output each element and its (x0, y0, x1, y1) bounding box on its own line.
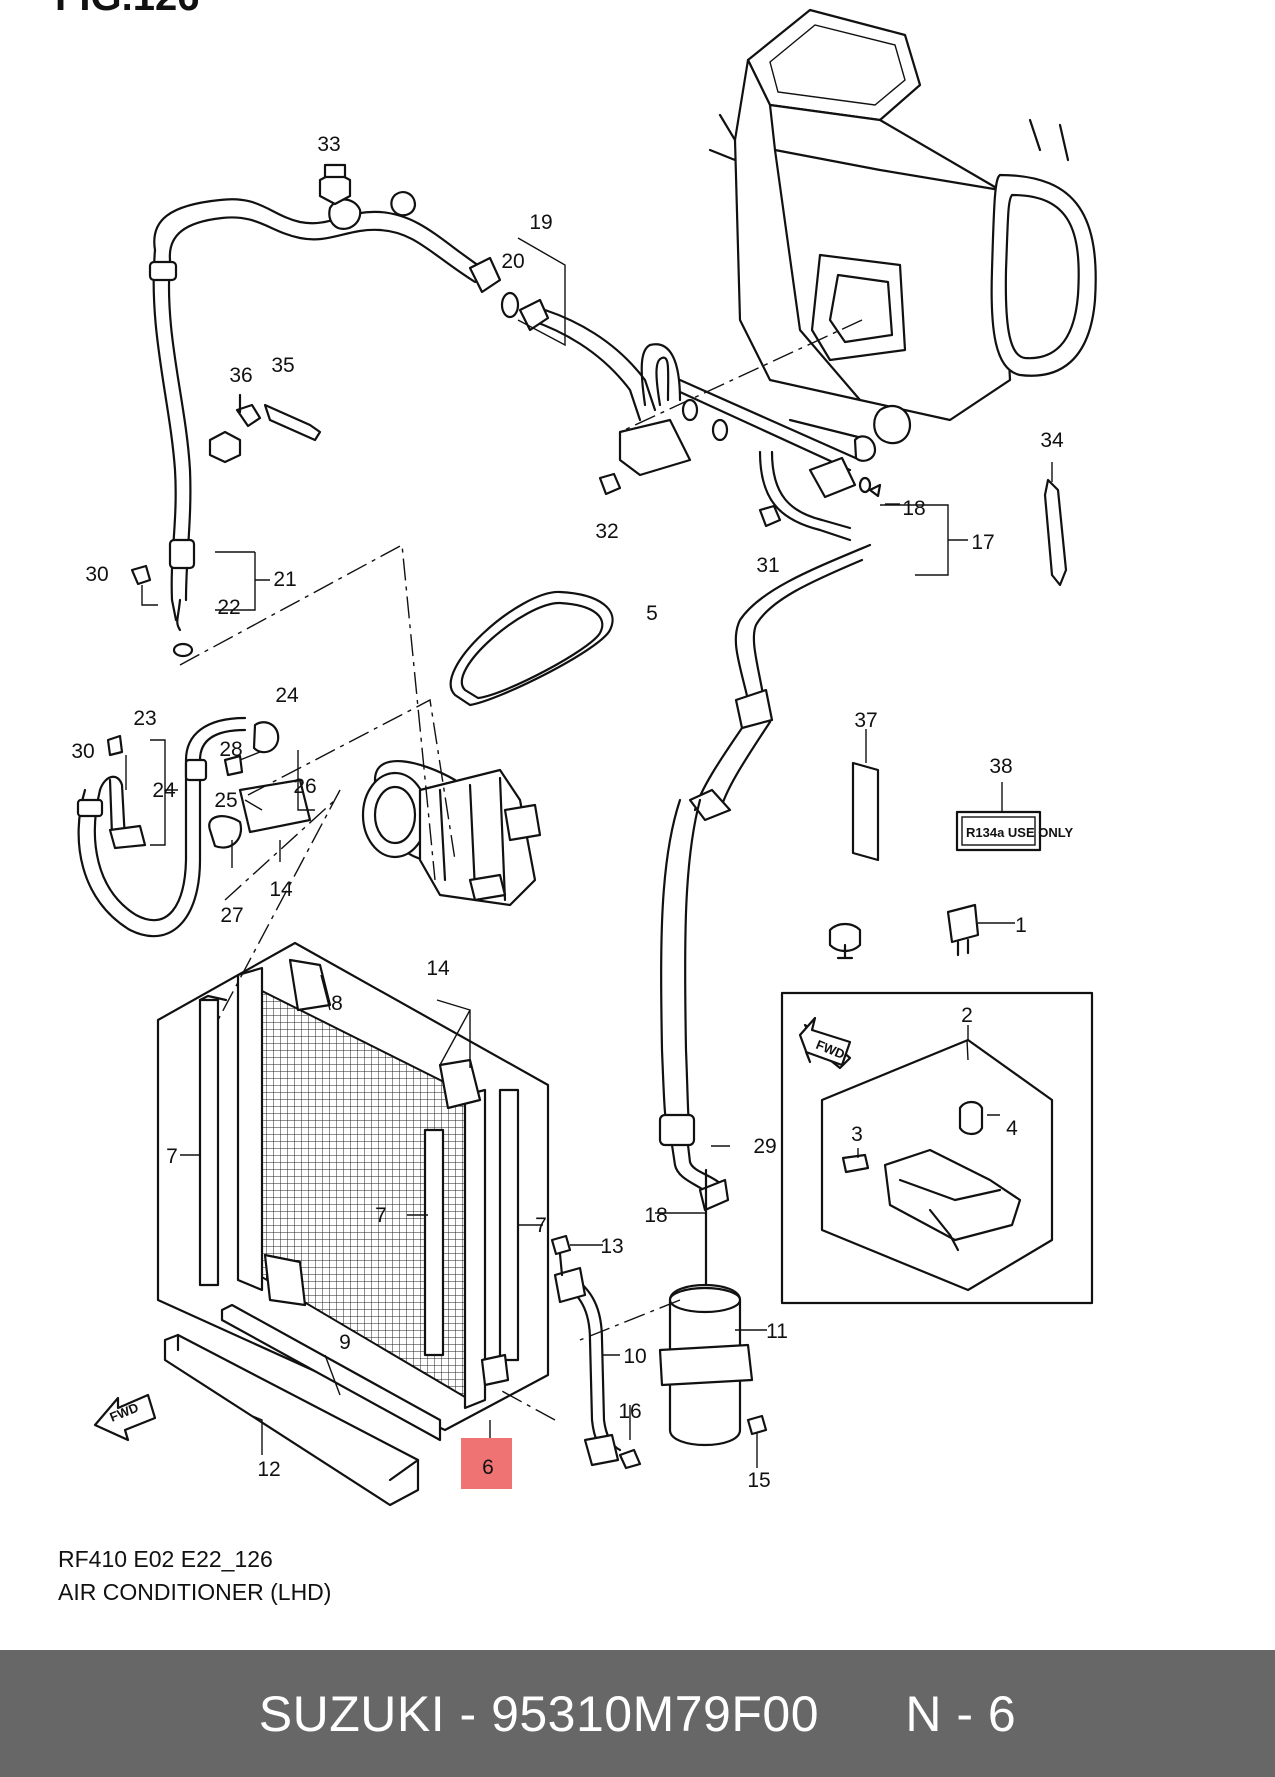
callout-7a: 7 (166, 1145, 178, 1168)
footer-separator: - (459, 1685, 477, 1742)
suction-hose (76, 716, 312, 938)
callout-14a: 14 (269, 878, 293, 901)
callout-14b: 14 (426, 957, 450, 980)
callout-7b: 7 (375, 1204, 387, 1227)
callout-20: 20 (501, 250, 524, 273)
callout-36: 36 (229, 364, 252, 387)
callouts: 1 2 3 4 5 6 7 7 7 8 9 10 11 12 13 14 14 … (71, 133, 1064, 1492)
leader-lines (125, 237, 1053, 1468)
callout-18b: 18 (644, 1204, 667, 1227)
figure-caption: RF410 E02 E22_126 AIR CONDITIONER (LHD) (58, 1543, 331, 1609)
drive-belt (449, 590, 614, 707)
callout-5: 5 (646, 602, 658, 625)
callout-18a: 18 (902, 497, 925, 520)
callout-6: 6 (482, 1456, 494, 1479)
callout-1: 1 (1015, 914, 1027, 937)
callout-9: 9 (339, 1331, 351, 1354)
callout-15: 15 (747, 1469, 770, 1492)
callout-29: 29 (753, 1135, 776, 1158)
callout-31: 31 (756, 554, 779, 577)
hardware-fasteners (130, 163, 882, 658)
callout-4: 4 (1006, 1117, 1018, 1140)
caption-code: RF410 E02 E22_126 (58, 1546, 273, 1572)
callout-33: 33 (317, 133, 340, 156)
callout-8: 8 (331, 992, 343, 1015)
callout-23: 23 (133, 707, 156, 730)
fwd-arrow-left: FWD (93, 1393, 157, 1442)
callout-32: 32 (595, 520, 618, 543)
callout-30b: 30 (71, 740, 94, 763)
callout-3: 3 (851, 1123, 863, 1146)
callout-26: 26 (293, 775, 316, 798)
svg-text:R134a USE ONLY: R134a USE ONLY (966, 825, 1074, 840)
callout-21: 21 (273, 568, 296, 591)
part-number-footer: SUZUKI - 95310M79F00 N - 6 (0, 1650, 1275, 1777)
callout-37: 37 (854, 709, 877, 732)
callout-17: 17 (971, 531, 994, 554)
callout-38: 38 (989, 755, 1012, 778)
upper-hoses (148, 191, 877, 632)
footer-part-number: 95310M79F00 (491, 1685, 820, 1742)
callout-34: 34 (1040, 429, 1064, 452)
footer-position: N - 6 (905, 1685, 1017, 1742)
compressor (361, 759, 542, 907)
callout-11: 11 (766, 1320, 788, 1343)
label-37 (851, 761, 880, 862)
fwd-arrow-inset: FWD (798, 1016, 852, 1067)
relay (946, 903, 980, 944)
callout-19: 19 (529, 211, 552, 234)
parts-diagram: FIG.126 (55, 0, 1097, 1507)
callout-25: 25 (214, 789, 237, 812)
caption-title: AIR CONDITIONER (LHD) (58, 1579, 332, 1605)
callout-30a: 30 (85, 563, 108, 586)
callout-13: 13 (600, 1235, 623, 1258)
callout-35: 35 (271, 354, 294, 377)
footer-brand: SUZUKI (258, 1685, 446, 1742)
callout-12: 12 (257, 1458, 280, 1481)
evaporator-unit (708, 8, 1097, 445)
callout-27: 27 (220, 904, 243, 927)
callout-7c: 7 (535, 1214, 547, 1237)
cable-tie (1043, 478, 1068, 587)
callout-22: 22 (217, 596, 240, 619)
r134a-label: R134a USE ONLY (955, 810, 1074, 852)
receiver-dryer (550, 1168, 768, 1470)
callout-2: 2 (961, 1004, 973, 1027)
figure-header: FIG.126 (55, 0, 200, 19)
callout-10: 10 (623, 1345, 646, 1368)
callout-24a: 24 (275, 684, 299, 707)
highlight-box (461, 1438, 512, 1489)
pipe-to-receiver (658, 543, 872, 1212)
callout-24b: 24 (152, 779, 176, 802)
callout-28: 28 (219, 738, 242, 761)
callout-16: 16 (618, 1400, 641, 1423)
